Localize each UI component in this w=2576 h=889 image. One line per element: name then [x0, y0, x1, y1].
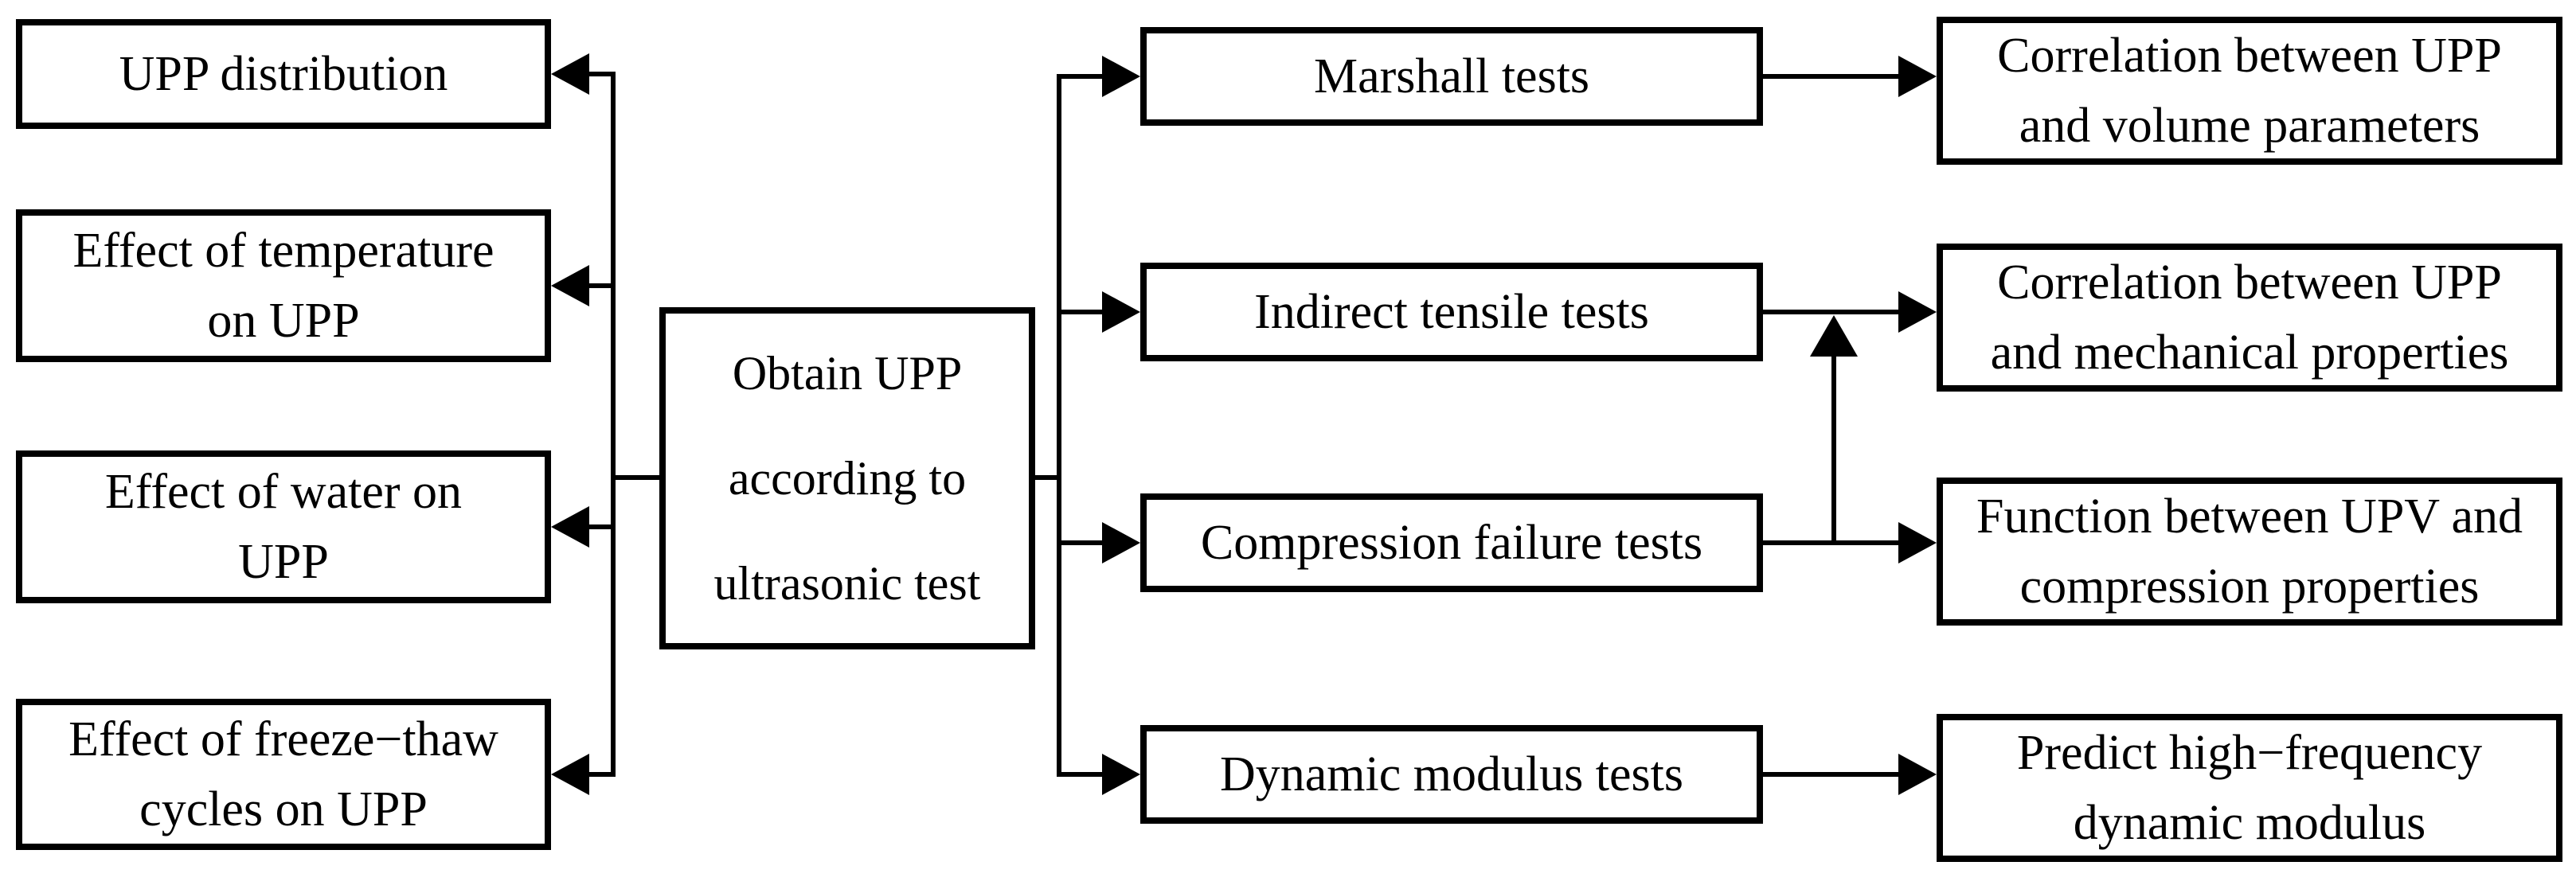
- box-function-upv-compression-properties: Function between UPV and compression pro…: [1937, 478, 2562, 626]
- connector-marshall-to-volume: [1763, 74, 1900, 79]
- box-text-line: Effect of water on: [104, 464, 463, 519]
- box-text-line: Obtain UPP: [732, 347, 963, 400]
- connector-center-to-right-trunk: [1030, 475, 1061, 480]
- box-upp-distribution: UPP distribution: [16, 19, 551, 129]
- box-effect-of-temperature-on-upp: Effect of temperature on UPP: [16, 209, 551, 362]
- box-indirect-tensile-tests: Indirect tensile tests: [1140, 263, 1763, 361]
- connector-center-to-left-trunk: [611, 475, 659, 480]
- box-predict-high-frequency-dynamic-modulus: Predict high−frequency dynamic modulus: [1937, 714, 2562, 862]
- arrowhead-effect-freeze-thaw: [551, 754, 589, 795]
- box-text-line: and mechanical properties: [1990, 326, 2509, 380]
- connector-branch-upp-distribution: [587, 72, 616, 76]
- connector-branch-effect-freeze-thaw: [587, 772, 616, 777]
- connector-branch-compression-failure: [1057, 540, 1104, 545]
- connector-branch-dynamic-modulus: [1057, 772, 1104, 777]
- arrowhead-up-to-mechanical: [1810, 315, 1858, 357]
- box-effect-of-water-on-upp: Effect of water on UPP: [16, 450, 551, 603]
- box-text-line: Effect of freeze−thaw: [68, 712, 498, 766]
- connector-branch-effect-water: [587, 524, 616, 529]
- box-text-line: Compression failure tests: [1200, 515, 1703, 570]
- arrowhead-into-mechanical-properties: [1898, 291, 1937, 333]
- box-text-line: Function between UPV and: [1976, 489, 2523, 544]
- box-text-line: dynamic modulus: [2073, 796, 2426, 850]
- connector-dynamic-to-predict: [1763, 772, 1900, 777]
- arrowhead-into-predict-modulus: [1898, 754, 1937, 795]
- box-correlation-upp-volume-parameters: Correlation between UPP and volume param…: [1937, 17, 2562, 165]
- box-text-line: according to: [728, 452, 967, 505]
- arrowhead-marshall: [1102, 56, 1140, 97]
- box-text-line: cycles on UPP: [139, 782, 428, 836]
- box-correlation-upp-mechanical-properties: Correlation between UPP and mechanical p…: [1937, 244, 2562, 392]
- box-text-line: Dynamic modulus tests: [1219, 747, 1684, 801]
- box-text-line: Correlation between UPP: [1997, 28, 2502, 83]
- arrowhead-into-function-upv: [1898, 522, 1937, 563]
- box-text-line: ultrasonic test: [713, 557, 981, 610]
- box-text-line: Correlation between UPP: [1997, 255, 2502, 310]
- box-effect-of-freeze-thaw-cycles-on-upp: Effect of freeze−thaw cycles on UPP: [16, 699, 551, 850]
- box-text-line: compression properties: [2019, 560, 2480, 614]
- box-text-line: Predict high−frequency: [2016, 725, 2483, 780]
- box-compression-failure-tests: Compression failure tests: [1140, 493, 1763, 592]
- box-marshall-tests: Marshall tests: [1140, 27, 1763, 126]
- connector-right-trunk-vertical: [1057, 74, 1061, 777]
- connector-branch-marshall: [1057, 74, 1104, 79]
- box-text-line: Indirect tensile tests: [1254, 284, 1649, 339]
- box-dynamic-modulus-tests: Dynamic modulus tests: [1140, 725, 1763, 824]
- arrowhead-upp-distribution: [551, 53, 589, 95]
- box-text-line: on UPP: [207, 294, 360, 348]
- connector-indirect-to-mechanical: [1763, 310, 1900, 314]
- box-text-line: and volume parameters: [2019, 99, 2480, 153]
- connector-left-trunk-vertical: [611, 72, 616, 777]
- connector-branch-indirect-tensile: [1057, 310, 1104, 314]
- box-obtain-upp-ultrasonic-test: Obtain UPP according to ultrasonic test: [659, 307, 1035, 649]
- arrowhead-effect-water: [551, 506, 589, 548]
- arrowhead-into-volume-parameters: [1898, 56, 1937, 97]
- box-text-line: UPP distribution: [119, 46, 448, 101]
- box-text-line: UPP: [238, 535, 329, 589]
- arrowhead-compression-failure: [1102, 522, 1140, 563]
- connector-compression-up-to-mechanical: [1831, 355, 1836, 545]
- arrowhead-effect-temperature: [551, 265, 589, 306]
- arrowhead-indirect-tensile: [1102, 291, 1140, 333]
- connector-branch-effect-temperature: [587, 283, 616, 288]
- arrowhead-dynamic-modulus: [1102, 754, 1140, 795]
- box-text-line: Effect of temperature: [72, 223, 494, 278]
- box-text-line: Marshall tests: [1313, 49, 1590, 103]
